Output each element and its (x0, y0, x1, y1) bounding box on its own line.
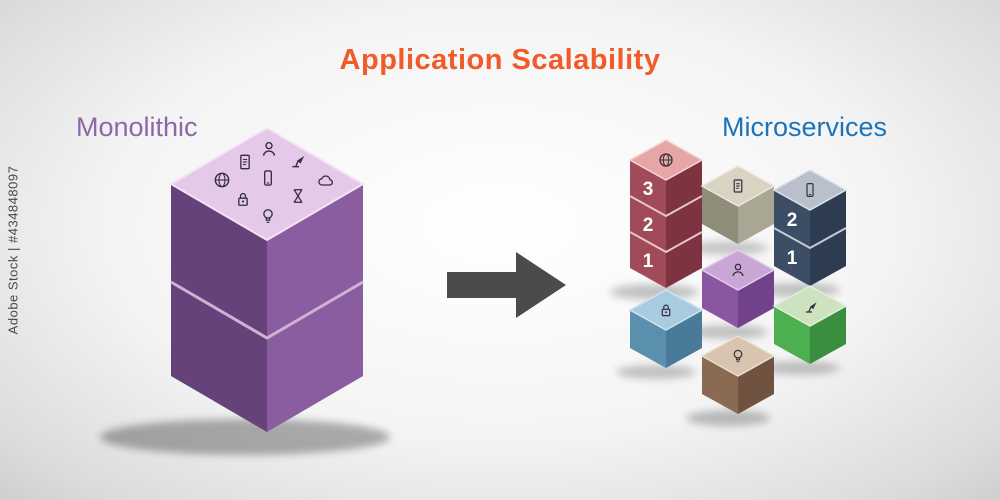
cube-right-face (666, 310, 702, 368)
monolith-right-face (267, 184, 363, 432)
cube-top-face (628, 289, 704, 331)
cube-shadow (688, 325, 768, 339)
service-cube-mobile: 2 1 (772, 169, 848, 286)
monolith-shadow (100, 419, 390, 455)
cube-right-face (738, 270, 774, 328)
cube-right-face (666, 160, 702, 288)
cube-number: 1 (787, 248, 798, 269)
cube-right-face (738, 186, 774, 244)
monolithic-label: Monolithic (76, 112, 198, 142)
service-cube-storage: 3 2 1 (628, 139, 704, 288)
cube-left-face (702, 270, 738, 328)
service-cube-security (628, 289, 704, 368)
cube-seam (629, 231, 703, 254)
monolith-cube (169, 126, 365, 432)
cube-shadow (686, 410, 770, 426)
arrow-right-icon (447, 252, 566, 318)
service-cube-idea (700, 335, 776, 414)
cube-top-face (772, 169, 848, 211)
cube-seam (629, 195, 703, 218)
cube-left-face (702, 186, 738, 244)
cube-top-face (772, 285, 848, 327)
page-title: Application Scalability (339, 44, 661, 76)
cube-shadow (688, 241, 768, 255)
microservices-label: Microservices (722, 112, 888, 142)
service-cube-user (700, 249, 776, 328)
cube-right-face (810, 306, 846, 364)
monolith-seam (170, 280, 364, 340)
cube-number: 2 (643, 215, 654, 236)
cube-left-face (702, 356, 738, 414)
cube-left-face (774, 306, 810, 364)
monolith-top-face (169, 126, 365, 242)
cube-shadow (616, 365, 696, 379)
service-cube-document (700, 165, 776, 244)
cube-seam (773, 227, 847, 250)
service-cube-lighting (772, 285, 848, 364)
cube-shadow (760, 361, 840, 375)
cube-number: 1 (643, 251, 654, 272)
cube-number: 3 (643, 179, 654, 200)
monolith-left-face (171, 184, 267, 432)
cube-left-face (630, 160, 666, 288)
cube-left-face (630, 310, 666, 368)
cube-right-face (738, 356, 774, 414)
cube-number: 2 (787, 210, 798, 231)
cube-top-face (700, 335, 776, 377)
